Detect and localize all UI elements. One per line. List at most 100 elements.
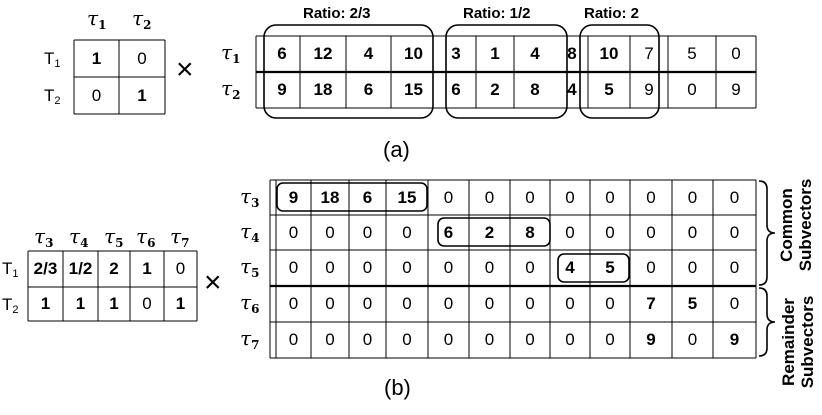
- common-group-box-3: [557, 253, 630, 283]
- vec-b-cell: 0: [484, 258, 495, 277]
- vec-a-cell: 10: [404, 44, 423, 63]
- vec-b-cell: 0: [565, 187, 575, 207]
- vec-a-cell: 4: [363, 44, 374, 63]
- coef-a-col-header: τ1: [87, 6, 107, 32]
- vec-a-cell: 0: [687, 80, 697, 99]
- coef-a-row-header: T2: [44, 86, 61, 107]
- ratio-label-1: Ratio: 2/3: [303, 5, 371, 22]
- vec-a-cell: 7: [644, 44, 654, 63]
- multiply-sign-b: ×: [204, 266, 222, 299]
- vec-b-cell: 0: [288, 294, 299, 313]
- coef-a-col-header: τ2: [132, 6, 152, 32]
- coef-b-col-header: τ6: [136, 224, 156, 250]
- coef-b-col-header: τ3: [34, 224, 54, 250]
- vec-b-row-label: τ4: [240, 219, 260, 245]
- vec-a-row-label: τ1: [221, 40, 241, 66]
- vec-b-cell: 0: [484, 187, 495, 207]
- vec-b-cell: 15: [397, 187, 417, 207]
- vec-a-cell: 5: [604, 80, 614, 99]
- vec-b-cell: 0: [288, 258, 299, 277]
- vec-b-cell: 0: [565, 222, 575, 242]
- vec-a-cell: 8: [530, 80, 540, 99]
- vec-b-cell: 0: [646, 258, 656, 277]
- vec-b-cell: 0: [484, 330, 495, 349]
- coef-b-cell: 1/2: [68, 259, 93, 278]
- vec-b-cell: 0: [605, 222, 615, 242]
- vec-b-cell: 0: [646, 187, 656, 207]
- vec-b-cell: 0: [525, 294, 535, 313]
- vec-a-cell: 4: [530, 44, 540, 63]
- vec-b-cell: 0: [646, 222, 656, 242]
- vec-b-row-label: τ7: [240, 326, 260, 352]
- vec-b-cell: 0: [605, 187, 615, 207]
- coef-a-cell: 1: [91, 48, 102, 68]
- vec-a-cell: 18: [313, 80, 333, 99]
- vec-b-cell: 9: [288, 187, 299, 207]
- coef-a-cell: 0: [137, 48, 147, 68]
- coef-b-cell: 0: [175, 259, 186, 278]
- coef-a-cell: 1: [137, 85, 147, 105]
- caption-a: (a): [383, 137, 410, 162]
- remainder-brace: [758, 287, 776, 357]
- vec-b-cell: 6: [443, 222, 454, 242]
- vec-a-cell: 15: [404, 80, 423, 99]
- multiply-sign-a: ×: [176, 53, 194, 86]
- vec-b-cell: 8: [525, 222, 535, 242]
- ratio-label-2: Ratio: 1/2: [463, 5, 531, 22]
- vec-b-cell: 0: [443, 330, 454, 349]
- vec-b-cell: 0: [402, 294, 412, 313]
- vec-a-cell: 12: [313, 44, 333, 63]
- vec-b-cell: 0: [565, 294, 575, 313]
- vec-b-cell: 0: [362, 294, 373, 313]
- vec-b-cell: 0: [443, 187, 454, 207]
- common-group-box-2: [437, 217, 551, 247]
- vec-b-cell: 0: [729, 222, 740, 242]
- vec-b-cell: 18: [320, 187, 340, 207]
- vec-a-cell: 2: [490, 80, 500, 99]
- coef-a-row-header: T1: [44, 49, 61, 70]
- vec-a-cell: 5: [687, 44, 697, 63]
- vec-b-cell: 0: [325, 294, 335, 313]
- vec-a-cell: 9: [277, 80, 287, 99]
- coef-b-cell: 1: [40, 294, 51, 313]
- vec-b-cell: 2: [484, 222, 495, 242]
- vec-a-cell: 8: [567, 44, 577, 63]
- vec-b-cell: 0: [525, 258, 535, 277]
- vec-a-cell: 9: [644, 80, 654, 99]
- vec-b-cell: 0: [605, 330, 615, 349]
- coef-a-cell: 0: [91, 85, 102, 105]
- vec-a-cell: 0: [731, 44, 741, 63]
- vec-b-cell: 0: [325, 222, 335, 242]
- vec-b-cell: 0: [325, 330, 335, 349]
- diagram-lines: [27, 24, 776, 359]
- vec-a-cell: 6: [363, 80, 374, 99]
- coef-b-col-header: τ4: [69, 224, 89, 250]
- vec-b-cell: 0: [362, 222, 373, 242]
- vec-a-cell: 1: [490, 44, 500, 63]
- ratio-label-3: Ratio: 2: [584, 5, 640, 22]
- vec-b-cell: 7: [646, 294, 656, 313]
- vec-b-row-label: τ3: [240, 184, 260, 210]
- vec-a-cell: 6: [451, 80, 461, 99]
- vec-b-cell: 0: [687, 222, 698, 242]
- vec-b-cell: 0: [288, 330, 299, 349]
- coef-b-cell: 1: [175, 294, 186, 313]
- coef-b-cell: 1: [142, 259, 152, 278]
- vec-b-cell: 0: [729, 187, 740, 207]
- coef-b-row-header: T1: [2, 259, 19, 280]
- coef-b-col-header: τ5: [104, 224, 124, 250]
- vec-b-cell: 0: [605, 294, 615, 313]
- vec-a-cell: 10: [599, 44, 619, 63]
- vec-b-cell: 0: [402, 222, 412, 242]
- vec-b-cell: 0: [525, 330, 535, 349]
- coef-b-cell: 0: [142, 294, 152, 313]
- vec-a-cell: 9: [731, 80, 741, 99]
- vec-b-cell: 0: [402, 258, 412, 277]
- vec-b-cell: 0: [325, 258, 335, 277]
- coef-b-col-header: τ7: [170, 224, 190, 250]
- coef-b-cell: 2/3: [33, 259, 58, 278]
- vec-b-cell: 6: [362, 187, 373, 207]
- vec-b-cell: 9: [729, 330, 740, 349]
- coef-b-row-header: T2: [2, 295, 19, 316]
- common-group-box-1: [276, 182, 428, 212]
